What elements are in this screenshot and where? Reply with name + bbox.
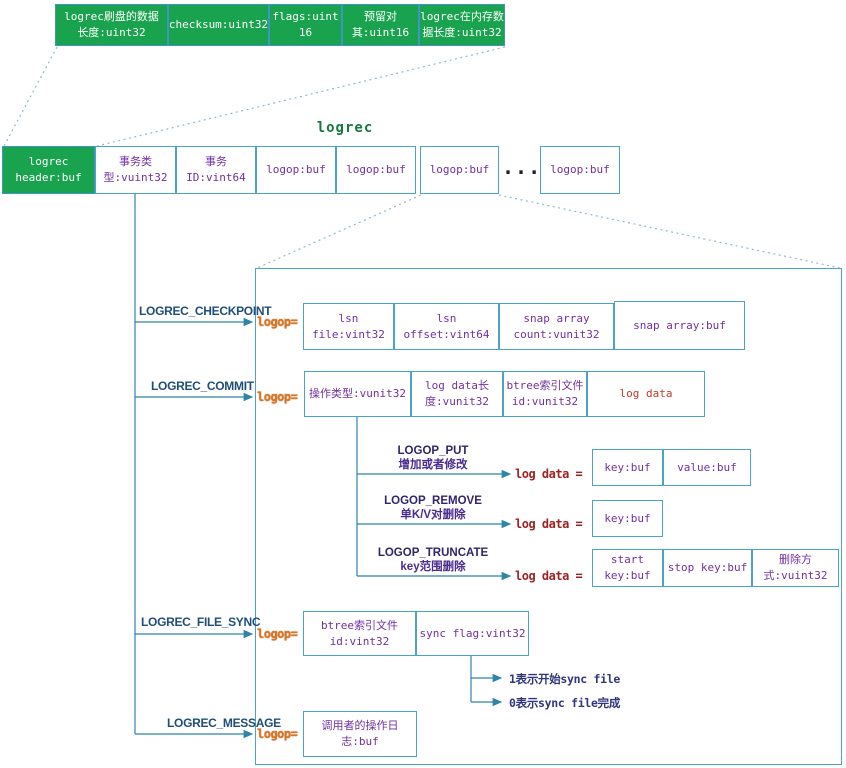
header-field-reserved-align: 预留对 其:uint16 xyxy=(342,4,419,46)
put-field-key: key:buf xyxy=(592,449,663,486)
checkpoint-field-lsn-file: lsn file:vint32 xyxy=(303,303,394,350)
header-field-checksum: checksum:uint32 xyxy=(168,4,269,46)
fan-top-left xyxy=(3,46,58,147)
message-field-caller-log: 调用者的操作日 志:buf xyxy=(303,711,417,757)
record-field-logop-2: logop:buf xyxy=(336,146,416,194)
fan-mid-right xyxy=(498,194,841,269)
section-label-file-sync: LOGREC_FILE_SYNC xyxy=(141,615,261,629)
op-label-put-name: LOGOP_PUT xyxy=(397,445,469,457)
put-field-value: value:buf xyxy=(663,449,751,486)
record-field-logop-3: logop:buf xyxy=(420,146,499,194)
op-label-truncate-name: LOGOP_TRUNCATE xyxy=(377,547,489,559)
record-field-logrec-header: logrec header:buf xyxy=(2,146,95,194)
record-field-txn-id: 事务 ID:vint64 xyxy=(176,146,256,194)
truncate-field-delete-mode: 删除方 式:vuint32 xyxy=(752,549,839,587)
logop-eq-commit: logop= xyxy=(257,390,298,404)
header-field-disk-data-length: logrec刷盘的数据 长度:uint32 xyxy=(55,4,168,46)
logop-eq-file-sync: logop= xyxy=(257,627,298,641)
commit-field-btree-file-id: btree索引文件 id:vunit32 xyxy=(503,371,587,417)
section-label-checkpoint: LOGREC_CHECKPOINT xyxy=(139,304,272,318)
record-field-txn-type: 事务类 型:vuint32 xyxy=(95,146,176,194)
filesync-field-sync-flag: sync flag:vint32 xyxy=(416,611,529,656)
sync-note-begin: 1表示开始sync file xyxy=(509,672,621,686)
op-label-put-desc: 增加或者修改 xyxy=(398,459,468,471)
checkpoint-field-snap-count: snap array count:vunit32 xyxy=(499,303,614,350)
logdata-eq-truncate: log data = xyxy=(515,569,583,583)
commit-field-op-type: 操作类型:vunit32 xyxy=(304,371,411,417)
commit-field-log-data: log data xyxy=(587,371,705,417)
remove-field-key: key:buf xyxy=(592,500,663,537)
checkpoint-field-snap-array: snap array:buf xyxy=(614,301,745,350)
header-field-flags: flags:uint 16 xyxy=(269,4,342,46)
commit-field-logdata-length: log data长 度:vunit32 xyxy=(411,371,503,417)
op-label-put: LOGOP_PUT 增加或者修改 xyxy=(368,444,498,472)
filesync-field-btree-file-id: btree索引文件 id:vint32 xyxy=(303,611,416,656)
op-label-remove: LOGOP_REMOVE 单K/V对删除 xyxy=(368,494,498,522)
op-label-truncate-desc: key范围删除 xyxy=(400,561,466,573)
header-field-mem-data-length: logrec在内存数 据长度:uint32 xyxy=(419,4,505,46)
fan-top-right xyxy=(96,46,506,147)
op-label-remove-name: LOGOP_REMOVE xyxy=(384,495,482,507)
sync-note-done: 0表示sync file完成 xyxy=(509,696,621,710)
logop-ellipsis: ... xyxy=(502,155,542,179)
logop-eq-checkpoint: logop= xyxy=(257,315,298,329)
op-label-remove-desc: 单K/V对删除 xyxy=(400,509,466,521)
truncate-field-start-key: start key:buf xyxy=(592,549,663,587)
section-label-message: LOGREC_MESSAGE xyxy=(167,716,281,730)
logdata-eq-remove: log data = xyxy=(515,517,583,531)
checkpoint-field-lsn-offset: lsn offset:vint64 xyxy=(394,303,499,350)
detail-panel-frame xyxy=(255,268,842,765)
fan-mid-left xyxy=(256,194,422,269)
logdata-eq-put: log data = xyxy=(515,467,583,481)
logop-eq-message: logop= xyxy=(257,727,298,741)
record-field-logop-1: logop:buf xyxy=(256,146,336,194)
logrec-title: logrec xyxy=(316,120,374,136)
op-label-truncate: LOGOP_TRUNCATE key范围删除 xyxy=(368,546,498,574)
truncate-field-stop-key: stop key:buf xyxy=(663,549,752,587)
record-field-logop-n: logop:buf xyxy=(540,146,620,194)
section-label-commit: LOGREC_COMMIT xyxy=(151,379,254,393)
